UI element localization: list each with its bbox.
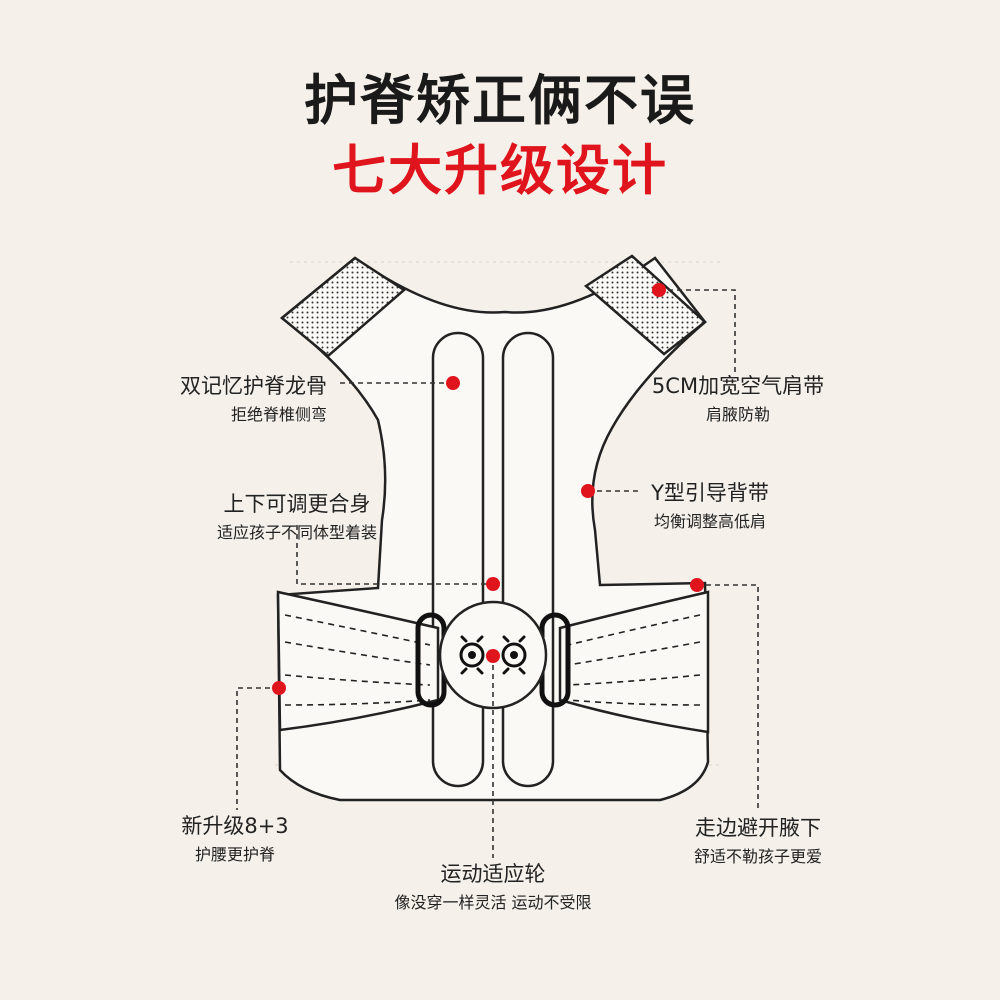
label-belt-sub: 护腰更护脊 [194,845,275,865]
label-armpit-main: 走边避开腋下 [695,816,821,840]
label-adjust: 上下可调更合身 适应孩子不同体型着装 [172,492,422,542]
right-shoulder-mesh [583,254,707,356]
label-spine: 双记忆护脊龙骨 拒绝脊椎侧弯 [180,374,327,424]
dot-armpit [690,578,704,592]
waist-belt [276,590,710,734]
label-ystrap: Y型引导背带 均衡调整高低肩 [630,481,790,531]
label-shoulder: 5CM加宽空气肩带 肩腋防勒 [648,374,828,424]
label-spine-sub: 拒绝脊椎侧弯 [230,405,327,425]
label-shoulder-main: 5CM加宽空气肩带 [651,374,825,398]
callout-dots [272,283,704,695]
belt-stitching [284,614,701,706]
label-ystrap-main: Y型引导背带 [651,481,769,505]
dot-shoulder [652,283,666,297]
label-adjust-sub: 适应孩子不同体型着装 [216,523,377,543]
label-ystrap-sub: 均衡调整高低肩 [653,512,766,532]
left-shoulder-mesh [280,256,407,358]
label-wheel-main: 运动适应轮 [440,862,546,886]
label-adjust-main: 上下可调更合身 [223,492,371,516]
label-armpit: 走边避开腋下 舒适不勒孩子更爱 [658,816,858,866]
left-spine-stay [431,331,485,788]
dot-belt [272,681,286,695]
label-belt: 新升级8+3 护腰更护脊 [160,814,310,864]
label-wheel: 运动适应轮 像没穿一样灵活 运动不受限 [340,862,646,912]
title-line-2: 七大升级设计 [332,139,668,202]
title-line-1: 护脊矫正俩不误 [304,69,696,132]
label-wheel-sub: 像没穿一样灵活 运动不受限 [394,893,592,913]
label-belt-main: 新升级8+3 [181,814,289,838]
right-spine-stay [501,331,555,788]
label-shoulder-sub: 肩腋防勒 [705,405,770,425]
dot-ystrap [581,484,595,498]
dot-spine [446,376,460,390]
label-spine-main: 双记忆护脊龙骨 [180,374,327,398]
leader-lines [236,289,759,858]
label-armpit-sub: 舒适不勒孩子更爱 [693,847,822,867]
dot-adjust [486,577,500,591]
dot-wheel [486,649,500,663]
